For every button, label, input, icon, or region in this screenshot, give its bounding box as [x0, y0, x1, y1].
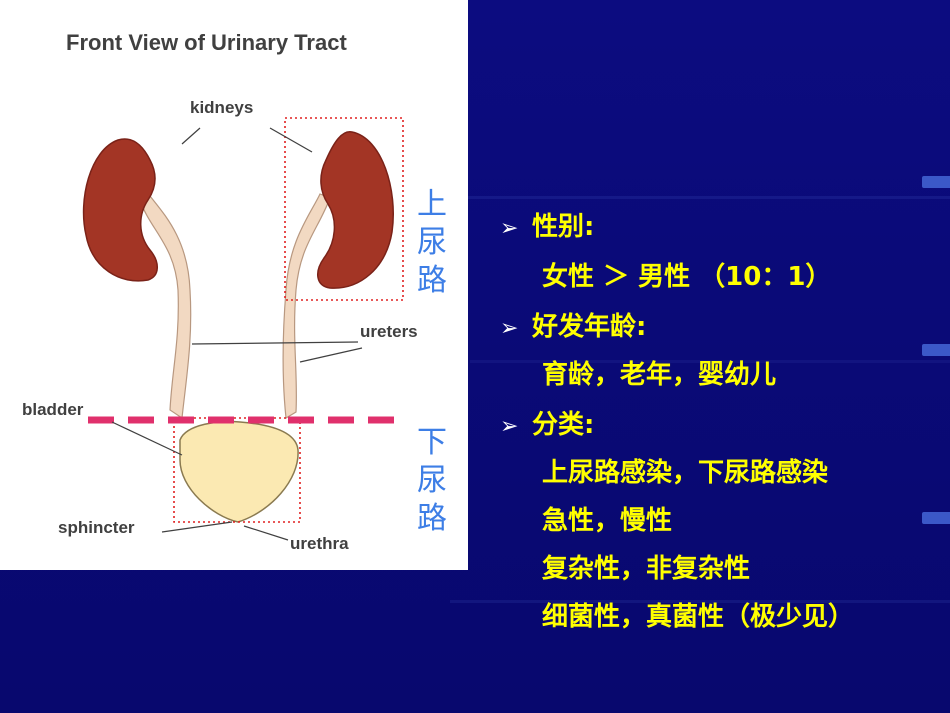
- bullet-gender: ➢性别:: [500, 212, 595, 242]
- edge-mark: [922, 176, 950, 188]
- right-ureter: [282, 193, 331, 419]
- classification-line: 急性，慢性: [542, 506, 673, 536]
- urinary-tract-figure: Front View of Urinary Tract kidneys uret…: [0, 0, 468, 570]
- bullet-age: ➢好发年龄:: [500, 312, 647, 342]
- lower-urinary-tract-label: 下 尿 路: [417, 425, 447, 536]
- bladder-label: bladder: [22, 400, 84, 419]
- bladder-shape: [179, 420, 299, 523]
- right-kidney: [317, 131, 394, 289]
- edge-mark: [922, 512, 950, 524]
- ureters-label: ureters: [360, 322, 418, 341]
- gender-ratio-line: 女性 ＞ 男性 （10：1）: [542, 262, 832, 292]
- classification-line: 细菌性，真菌性（极少见）: [542, 602, 855, 632]
- background-streak: [470, 360, 950, 363]
- kidneys-pointer: [181, 127, 201, 145]
- kidneys-label: kidneys: [190, 98, 254, 117]
- urethra-label: urethra: [290, 534, 349, 553]
- kidneys-pointer: [269, 127, 313, 153]
- upper-urinary-tract-label: 上 尿 路: [417, 187, 447, 298]
- background-streak: [430, 196, 950, 199]
- anatomy-drawing: [82, 117, 404, 541]
- sphincter-label: sphincter: [58, 518, 135, 537]
- age-groups-line: 育龄，老年，婴幼儿: [542, 360, 777, 390]
- left-kidney: [82, 138, 158, 282]
- background-streak: [450, 600, 950, 603]
- ureters-pointer: [191, 341, 359, 345]
- classification-line: 复杂性，非复杂性: [542, 554, 751, 584]
- arrow-bullet-icon: ➢: [500, 216, 519, 241]
- urethra-pointer: [243, 525, 289, 541]
- bladder-pointer: [111, 421, 183, 456]
- arrow-bullet-icon: ➢: [500, 414, 519, 439]
- figure-title: Front View of Urinary Tract: [66, 30, 347, 55]
- left-ureter: [139, 195, 192, 420]
- classification-line: 上尿路感染，下尿路感染: [542, 458, 829, 488]
- bullet-classification: ➢分类:: [500, 410, 595, 440]
- edge-mark: [922, 344, 950, 356]
- sphincter-pointer: [161, 521, 233, 533]
- ureters-pointer: [299, 347, 363, 363]
- arrow-bullet-icon: ➢: [500, 316, 519, 341]
